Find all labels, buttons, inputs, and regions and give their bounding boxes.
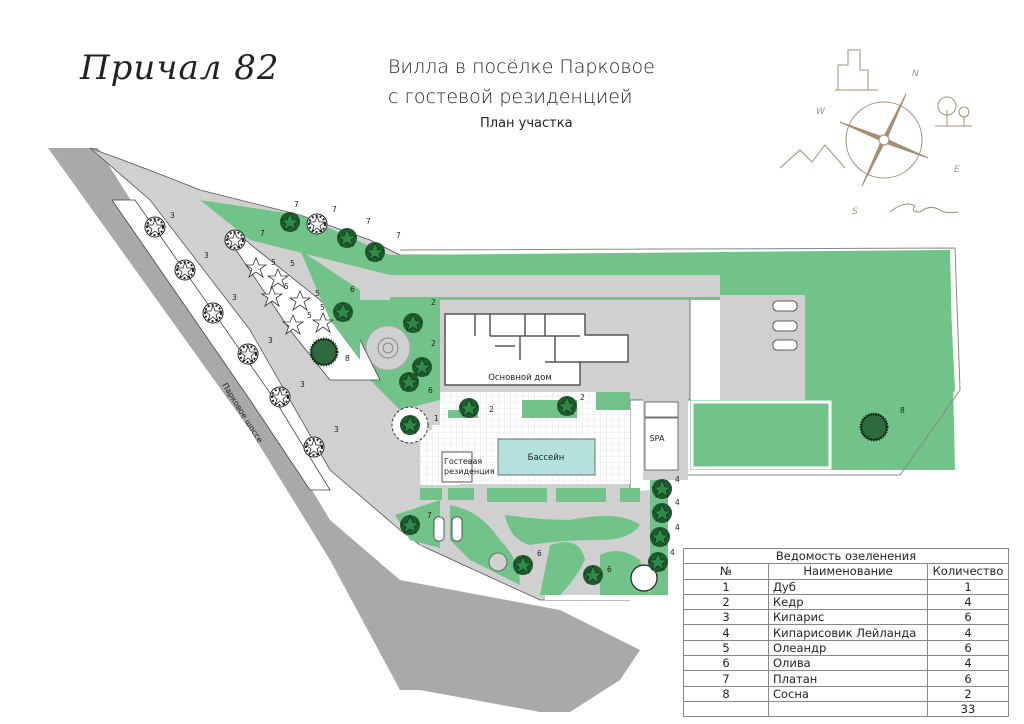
total-qty: 33 — [927, 700, 1009, 718]
svg-text:3: 3 — [232, 293, 237, 302]
compass-rose — [779, 49, 972, 214]
svg-text:2: 2 — [580, 393, 585, 402]
row-qty: 2 — [927, 685, 1009, 702]
svg-text:3: 3 — [268, 336, 273, 345]
cypress-strip — [111, 199, 331, 491]
svg-text:7: 7 — [396, 231, 401, 240]
svg-text:7: 7 — [332, 205, 337, 214]
svg-text:4: 4 — [675, 475, 680, 484]
main-house-label: Основной дом — [488, 373, 552, 383]
svg-text:3: 3 — [170, 211, 175, 220]
svg-text:8: 8 — [345, 354, 350, 363]
compass-w: W — [816, 107, 826, 117]
row-no: 7 — [683, 670, 769, 687]
row-qty: 4 — [927, 593, 1009, 611]
compass-n: N — [912, 69, 919, 79]
row-no: 4 — [683, 624, 769, 641]
spa-label: SPA — [650, 434, 665, 443]
svg-text:5: 5 — [290, 259, 295, 268]
spa-building — [644, 417, 679, 471]
main-house — [440, 310, 630, 392]
svg-text:5: 5 — [320, 303, 325, 312]
row-no: 2 — [683, 593, 769, 611]
svg-text:5: 5 — [307, 311, 312, 320]
row-no: 6 — [683, 655, 769, 672]
row-name: Олеандр — [768, 639, 928, 657]
row-no: 8 — [683, 685, 769, 702]
row-name: Кипарисовик Лейланда — [768, 624, 928, 641]
svg-text:4: 4 — [675, 498, 680, 507]
road-shape — [48, 148, 640, 712]
row-no: 5 — [683, 639, 769, 657]
row-qty: 6 — [927, 639, 1009, 657]
row-name: Олива — [768, 655, 928, 672]
pool-label: Бассейн — [528, 453, 565, 463]
row-qty: 6 — [927, 609, 1009, 626]
row-no: 3 — [683, 609, 769, 626]
svg-text:8: 8 — [900, 406, 905, 415]
lawn-southeast — [690, 400, 832, 470]
svg-text:6: 6 — [350, 285, 355, 294]
title-line-1: Вилла в посёлке Парковое — [388, 56, 655, 78]
planting-schedule-table: Ведомость озеленения № Наименование Коли… — [683, 547, 1009, 718]
header-no: № — [683, 563, 769, 580]
row-qty: 4 — [927, 655, 1009, 672]
lawn-east — [805, 250, 955, 470]
row-qty: 1 — [927, 578, 1009, 595]
svg-text:7: 7 — [427, 511, 432, 520]
compass-e: E — [954, 165, 960, 175]
row-name: Сосна — [768, 685, 928, 702]
brand-logo: Причал 82 — [80, 48, 280, 88]
row-name: Платан — [768, 670, 928, 687]
svg-text:2: 2 — [431, 298, 436, 307]
page-title: Вилла в посёлке Парковое с гостевой рези… — [388, 52, 655, 112]
title-line-2: с гостевой резиденцией — [388, 86, 633, 108]
svg-text:2: 2 — [431, 339, 436, 348]
svg-text:3: 3 — [334, 425, 339, 434]
svg-text:2: 2 — [489, 405, 494, 414]
svg-text:4: 4 — [675, 523, 680, 532]
compass-s: S — [852, 207, 858, 217]
svg-text:6: 6 — [607, 565, 612, 574]
table-title: Ведомость озеленения — [683, 547, 1009, 565]
svg-text:5: 5 — [284, 282, 289, 291]
svg-text:4: 4 — [670, 548, 675, 557]
guest-label-2: резиденция — [444, 467, 495, 476]
guest-residence — [441, 451, 473, 483]
header-name: Наименование — [768, 563, 928, 580]
fountain — [630, 564, 658, 592]
header-qty: Количество — [927, 563, 1009, 580]
svg-text:7: 7 — [260, 229, 265, 238]
svg-text:3: 3 — [300, 380, 305, 389]
svg-text:7: 7 — [294, 200, 299, 209]
row-name: Кедр — [768, 593, 928, 611]
svg-text:5: 5 — [271, 258, 276, 267]
svg-text:3: 3 — [204, 251, 209, 260]
row-name: Дуб — [768, 578, 928, 595]
row-no: 1 — [683, 578, 769, 595]
svg-text:5: 5 — [315, 289, 320, 298]
table-total-row: 33 — [683, 700, 1009, 718]
pool — [497, 438, 596, 476]
row-name: Кипарис — [768, 609, 928, 626]
row-qty: 6 — [927, 670, 1009, 687]
guest-label-1: Гостевая — [444, 457, 482, 466]
svg-text:7: 7 — [366, 217, 371, 226]
parked-cars — [433, 300, 798, 542]
svg-text:6: 6 — [537, 549, 542, 558]
svg-text:1: 1 — [434, 414, 439, 423]
svg-text:6: 6 — [428, 386, 433, 395]
page-subtitle: План участка — [480, 116, 573, 131]
row-qty: 4 — [927, 624, 1009, 641]
